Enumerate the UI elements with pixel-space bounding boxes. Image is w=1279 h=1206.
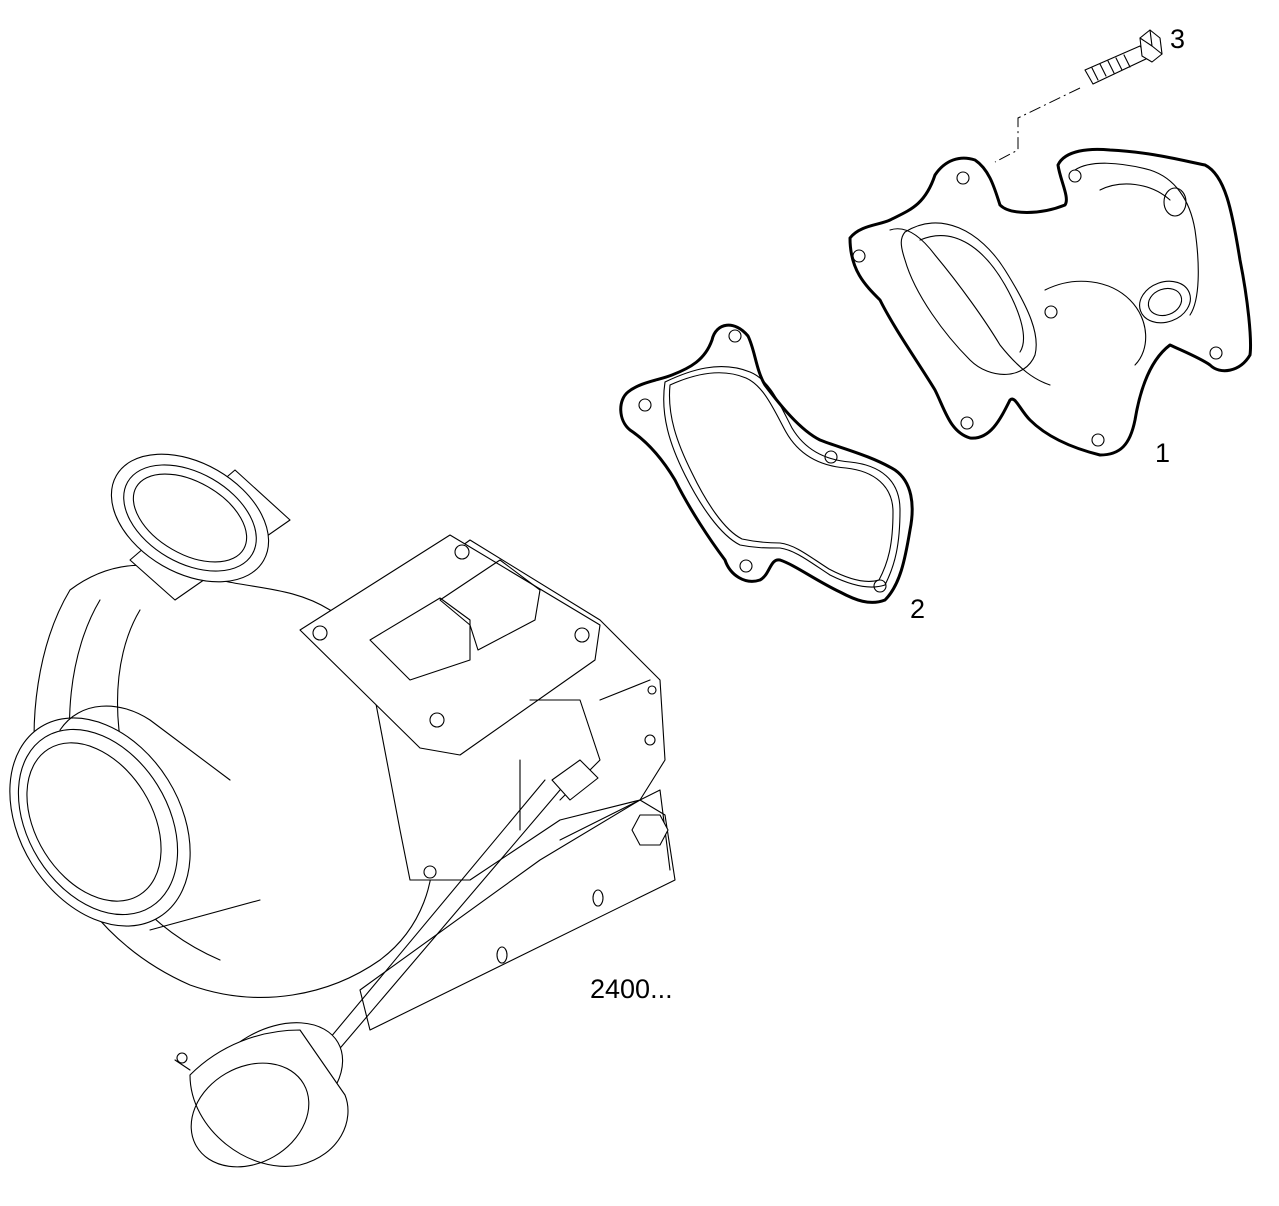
callout-reference-assembly: 2400... — [590, 974, 673, 1004]
turbocharger-icon — [9, 453, 676, 1168]
assembly-leader-line — [994, 87, 1081, 163]
callout-part-3: 3 — [1170, 24, 1185, 54]
exhaust-elbow-icon — [848, 147, 1252, 457]
callout-part-2: 2 — [910, 594, 925, 624]
bolt-icon — [1084, 29, 1163, 85]
gasket-icon — [619, 323, 914, 604]
callout-part-1: 1 — [1155, 438, 1170, 468]
